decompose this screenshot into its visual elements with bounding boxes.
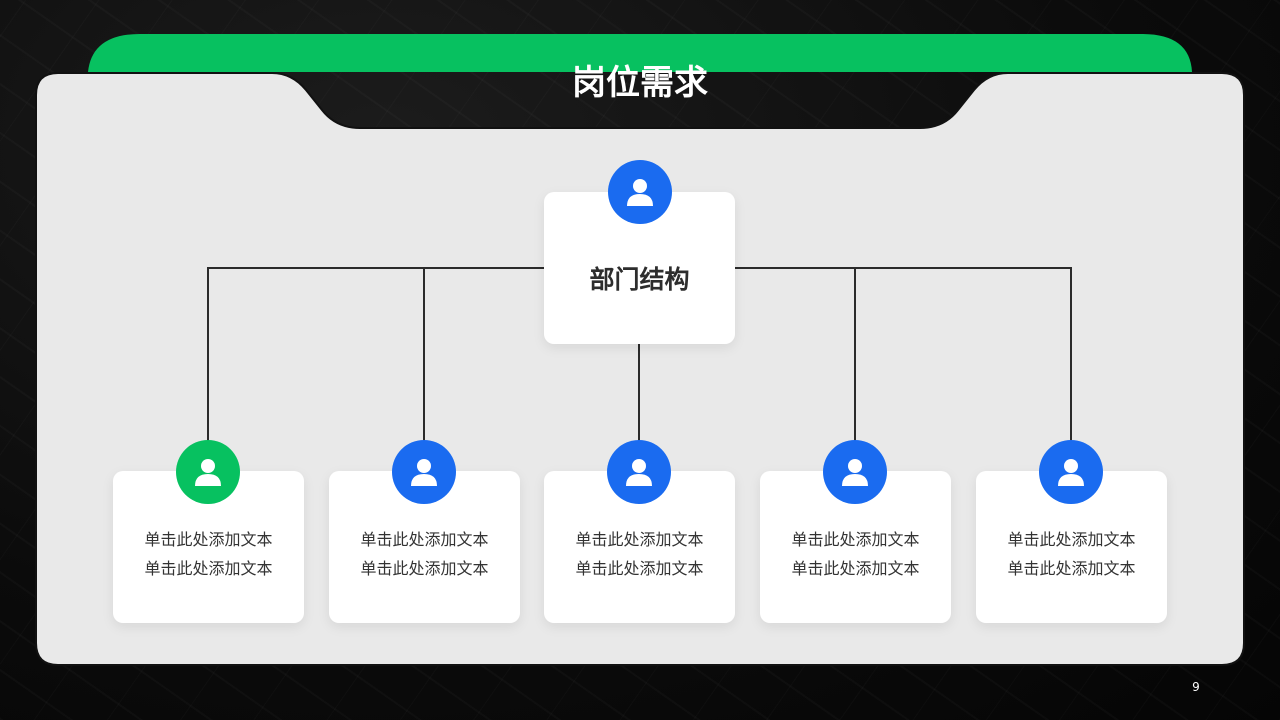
- connector-right: [735, 267, 1072, 441]
- user-icon: [823, 440, 887, 504]
- user-icon: [176, 440, 240, 504]
- child-node-text: 单击此处添加文本单击此处添加文本: [360, 530, 489, 578]
- title-tab: [88, 34, 1192, 72]
- root-node-label: 部门结构: [589, 265, 690, 294]
- child-node-card: 单击此处添加文本单击此处添加文本: [760, 471, 951, 623]
- user-icon: [1039, 440, 1103, 504]
- child-node-text: 单击此处添加文本单击此处添加文本: [575, 530, 704, 578]
- root-user-icon: [608, 160, 672, 224]
- user-icon: [392, 440, 456, 504]
- child-node-text: 单击此处添加文本单击此处添加文本: [144, 530, 273, 578]
- child-node-card: 单击此处添加文本单击此处添加文本: [544, 471, 735, 623]
- user-icon: [607, 440, 671, 504]
- connector-left: [207, 267, 544, 441]
- child-node-text: 单击此处添加文本单击此处添加文本: [791, 530, 920, 578]
- page-number: 9: [1192, 680, 1200, 694]
- child-node-text: 单击此处添加文本单击此处添加文本: [1007, 530, 1136, 578]
- child-node-card: 单击此处添加文本单击此处添加文本: [113, 471, 304, 623]
- slide-title: 岗位需求: [572, 63, 708, 103]
